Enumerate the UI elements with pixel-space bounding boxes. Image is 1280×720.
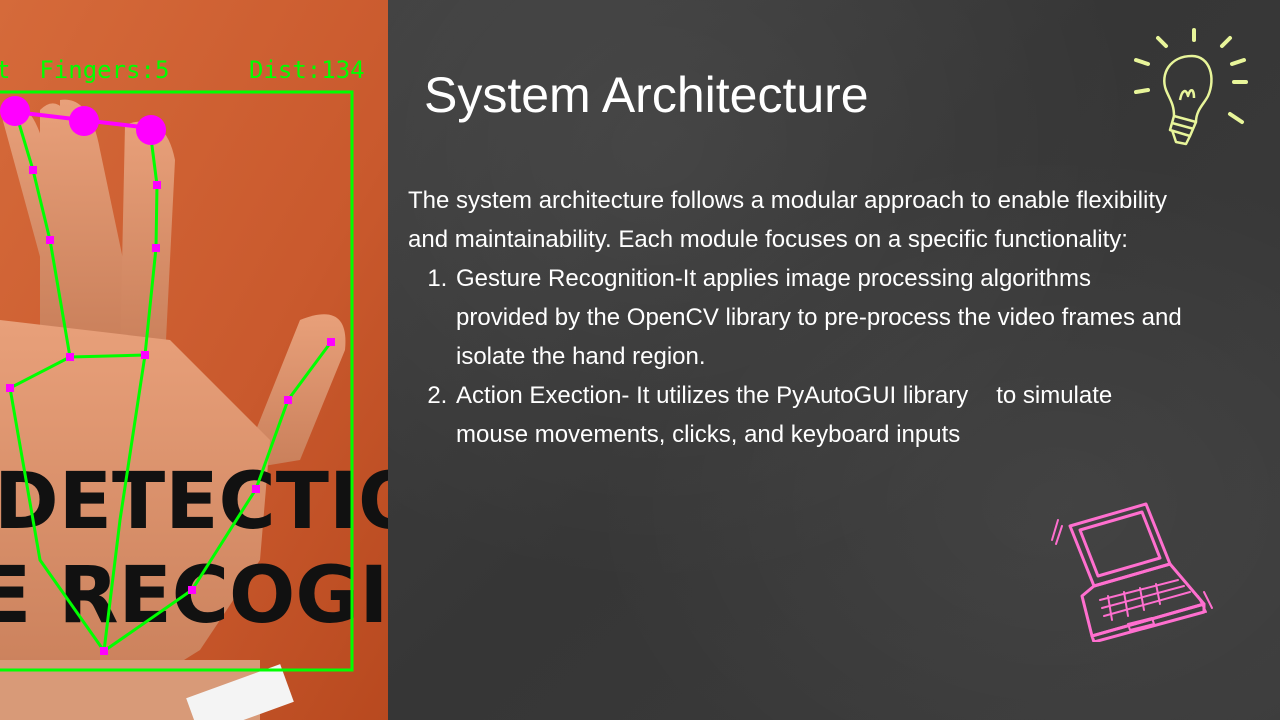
list-item-action-execution: Action Exection- It utilizes the PyAutoG… bbox=[454, 376, 1188, 454]
list-item-gesture-recognition: Gesture Recognition-It applies image pro… bbox=[454, 259, 1188, 376]
distance-readout: Dist:134 bbox=[249, 56, 365, 84]
hand-landmarks bbox=[0, 96, 335, 655]
slide-title: System Architecture bbox=[424, 67, 869, 123]
detection-box bbox=[0, 90, 354, 672]
slide-body: The system architecture follows a modula… bbox=[408, 181, 1188, 454]
list-item-text: Gesture Recognition-It applies image pro… bbox=[456, 265, 1182, 370]
laptop-icon bbox=[1051, 502, 1213, 642]
list-item-text-part2: to simulate mouse movements, clicks, and… bbox=[456, 382, 1113, 448]
intro-paragraph: The system architecture follows a modula… bbox=[408, 187, 1168, 253]
fingers-readout: t Fingers:5 bbox=[0, 56, 169, 84]
list-item-text-part1: Action Exection- It utilizes the PyAutoG… bbox=[456, 382, 969, 409]
bg-text-line2: E RECOGI bbox=[0, 551, 388, 641]
module-list: Gesture Recognition-It applies image pro… bbox=[408, 259, 1188, 454]
hand-tracking-photo: DETECTIO E RECOGI t Fingers:5 Dist:134 bbox=[0, 0, 388, 720]
bg-text-line1: DETECTIO bbox=[0, 457, 388, 547]
lightbulb-icon bbox=[1134, 28, 1248, 146]
